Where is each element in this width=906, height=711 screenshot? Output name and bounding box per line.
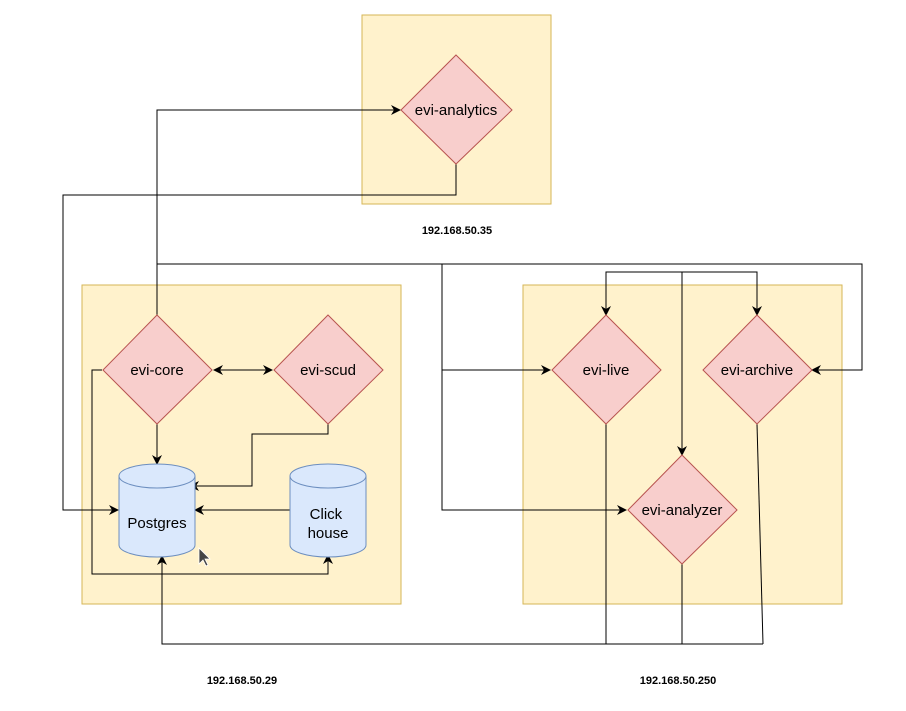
edge-core-to-clickhouse [91,369,333,575]
edge-scud-to-postgres [189,424,329,491]
mouse-cursor-icon [198,547,211,567]
postgres-node[interactable]: Postgres [118,463,196,558]
edge-core-to-archive [156,263,863,375]
edge-core-to-analyzer [441,370,627,515]
edge-bus-to-archive [682,271,762,316]
evi-archive-label: evi-archive [721,362,794,379]
postgres-label: Postgres [127,515,186,532]
clickhouse-label-line-1: Click [310,506,343,523]
evi-analyzer-node[interactable]: evi-analyzer [627,454,738,565]
edges [62,105,863,645]
clickhouse-shape [289,463,367,558]
evi-scud-shape [273,314,384,425]
host-label-media: 192.168.50.250 [640,675,716,687]
host-label-core: 192.168.50.29 [207,675,277,687]
evi-core-node[interactable]: evi-core [102,314,213,425]
evi-scud-label: evi-scud [300,362,356,379]
evi-core-shape [102,314,213,425]
clickhouse-rim [289,475,367,489]
evi-analytics-shape [400,54,513,165]
evi-live-shape [551,314,662,425]
evi-archive-node[interactable]: evi-archive [702,314,813,425]
postgres-shape [118,463,196,558]
evi-analyzer-label: evi-analyzer [642,502,723,519]
evi-analytics-label: evi-analytics [415,102,498,119]
edge-media-to-postgres [157,555,763,645]
evi-core-label: evi-core [130,362,183,379]
postgres-rim [118,475,196,489]
edge-archive-down [756,423,764,645]
host-label-analytics: 192.168.50.35 [422,225,492,237]
clickhouse-label-line-2: house [308,525,349,542]
evi-analytics-node[interactable]: evi-analytics [400,54,513,165]
evi-scud-node[interactable]: evi-scud [273,314,384,425]
evi-live-label: evi-live [583,362,630,379]
edge-bus-to-live [601,271,682,316]
edge-core-to-analytics [156,105,401,315]
clickhouse-node[interactable]: Click house [289,463,367,558]
zone-core [81,284,402,605]
evi-archive-shape [702,314,813,425]
edge-analytics-to-postgres [62,164,457,515]
evi-analyzer-shape [627,454,738,565]
clickhouse-label: Click house [308,506,349,542]
evi-live-node[interactable]: evi-live [551,314,662,425]
